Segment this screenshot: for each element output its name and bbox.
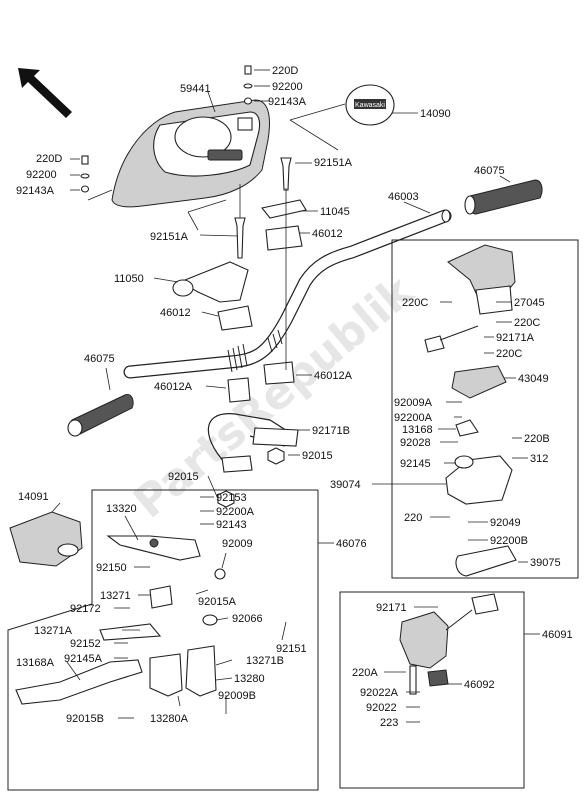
label-13271A: 13271A bbox=[34, 625, 73, 637]
label-223: 223 bbox=[380, 717, 398, 729]
label-92151A-top: 92151A bbox=[314, 157, 353, 169]
label-46003: 46003 bbox=[388, 191, 419, 203]
label-13280A: 13280A bbox=[150, 713, 189, 725]
label-92145: 92145 bbox=[400, 458, 431, 470]
label-92151A-mid: 92151A bbox=[150, 231, 189, 243]
label-46012-top: 46012 bbox=[312, 228, 343, 240]
label-92028: 92028 bbox=[400, 437, 431, 449]
bracket-11050 bbox=[172, 261, 249, 303]
label-220C-c: 220C bbox=[496, 348, 522, 360]
label-92143A-left: 92143A bbox=[16, 185, 55, 197]
label-43049: 43049 bbox=[518, 373, 549, 385]
left-switch-housing bbox=[399, 593, 499, 695]
right-switch-group-box bbox=[391, 239, 579, 579]
right-switch-housing bbox=[424, 244, 517, 577]
label-14090: 14090 bbox=[420, 108, 451, 120]
label-92153: 92153 bbox=[216, 492, 247, 504]
left-lever-group-box bbox=[7, 489, 319, 791]
label-220C-a: 220C bbox=[402, 297, 428, 309]
label-220B: 220B bbox=[524, 433, 550, 445]
label-39075: 39075 bbox=[530, 557, 561, 569]
label-13320: 13320 bbox=[106, 503, 137, 515]
label-46012-mid: 46012 bbox=[160, 307, 191, 319]
front-direction-arrow-icon bbox=[18, 68, 72, 118]
label-14091: 14091 bbox=[18, 491, 49, 503]
left-switch-group-box bbox=[339, 591, 525, 789]
leader-lines bbox=[51, 69, 540, 723]
label-46075-top: 46075 bbox=[474, 165, 505, 177]
label-92172: 92172 bbox=[70, 603, 101, 615]
part-labels: 220D 92200 92143A 59441 14090 220D 92200… bbox=[16, 65, 573, 729]
label-220D-top: 220D bbox=[272, 65, 298, 77]
label-92152: 92152 bbox=[70, 638, 101, 650]
label-92171A: 92171A bbox=[496, 332, 535, 344]
label-312: 312 bbox=[530, 453, 548, 465]
label-92200B: 92200B bbox=[490, 535, 528, 547]
label-92066: 92066 bbox=[232, 613, 263, 625]
holder-46012A-right bbox=[263, 361, 295, 385]
label-220A: 220A bbox=[352, 667, 378, 679]
nut-92015 bbox=[217, 447, 285, 508]
label-92171: 92171 bbox=[376, 602, 407, 614]
watermark: PartsRepublik bbox=[124, 265, 424, 528]
label-92022A: 92022A bbox=[360, 687, 399, 699]
bracket-13271 bbox=[99, 585, 173, 641]
label-27045: 27045 bbox=[514, 297, 545, 309]
label-92200-top: 92200 bbox=[272, 81, 303, 93]
label-92015-left: 92015 bbox=[168, 471, 199, 483]
label-39074: 39074 bbox=[330, 479, 361, 491]
label-46012A-left: 46012A bbox=[154, 381, 193, 393]
lever-13320 bbox=[106, 535, 201, 561]
holder-13280 bbox=[149, 568, 226, 697]
meter-cover bbox=[111, 99, 270, 208]
holder-46012-mid bbox=[217, 305, 253, 331]
label-92015B: 92015B bbox=[66, 713, 104, 725]
label-92009B: 92009B bbox=[218, 690, 256, 702]
label-46012A-right: 46012A bbox=[314, 370, 353, 382]
label-46076: 46076 bbox=[336, 538, 367, 550]
label-92015A: 92015A bbox=[198, 596, 237, 608]
left-grip bbox=[67, 393, 134, 437]
label-92143A-top: 92143A bbox=[268, 96, 307, 108]
label-92009: 92009 bbox=[222, 538, 253, 550]
label-92200A-right: 92200A bbox=[394, 412, 433, 424]
label-92145A: 92145A bbox=[64, 653, 103, 665]
label-46091: 46091 bbox=[542, 629, 573, 641]
label-11050: 11050 bbox=[114, 273, 144, 285]
label-220: 220 bbox=[404, 512, 422, 524]
label-59441: 59441 bbox=[180, 83, 211, 95]
cover-14091 bbox=[9, 511, 83, 567]
label-46092: 46092 bbox=[464, 679, 495, 691]
holder-46012A-left bbox=[227, 377, 251, 403]
label-13271B: 13271B bbox=[246, 655, 284, 667]
label-92009A: 92009A bbox=[394, 397, 433, 409]
label-92151: 92151 bbox=[276, 643, 307, 655]
upper-holder-11045 bbox=[261, 199, 307, 219]
label-92022: 92022 bbox=[366, 702, 397, 714]
emblem: Kawasaki bbox=[345, 84, 395, 126]
label-46075-left: 46075 bbox=[84, 353, 115, 365]
right-grip bbox=[464, 179, 543, 215]
label-92143: 92143 bbox=[216, 519, 247, 531]
emblem-text: Kawasaki bbox=[355, 102, 385, 109]
label-11045: 11045 bbox=[320, 206, 350, 218]
label-92049: 92049 bbox=[490, 517, 521, 529]
label-92200A-left: 92200A bbox=[216, 506, 255, 518]
label-13168A: 13168A bbox=[16, 657, 55, 669]
label-220C-b: 220C bbox=[514, 317, 540, 329]
label-220D-left: 220D bbox=[36, 153, 62, 165]
bolts bbox=[80, 65, 292, 259]
label-92150: 92150 bbox=[96, 562, 127, 574]
label-13271: 13271 bbox=[100, 590, 131, 602]
label-13168: 13168 bbox=[402, 424, 433, 436]
holder-46012-top bbox=[265, 225, 303, 251]
label-92171B: 92171B bbox=[312, 425, 350, 437]
label-92015-mid: 92015 bbox=[302, 450, 333, 462]
clamp-92171B bbox=[207, 413, 299, 473]
label-92200-left: 92200 bbox=[26, 169, 57, 181]
label-13280: 13280 bbox=[234, 673, 265, 685]
